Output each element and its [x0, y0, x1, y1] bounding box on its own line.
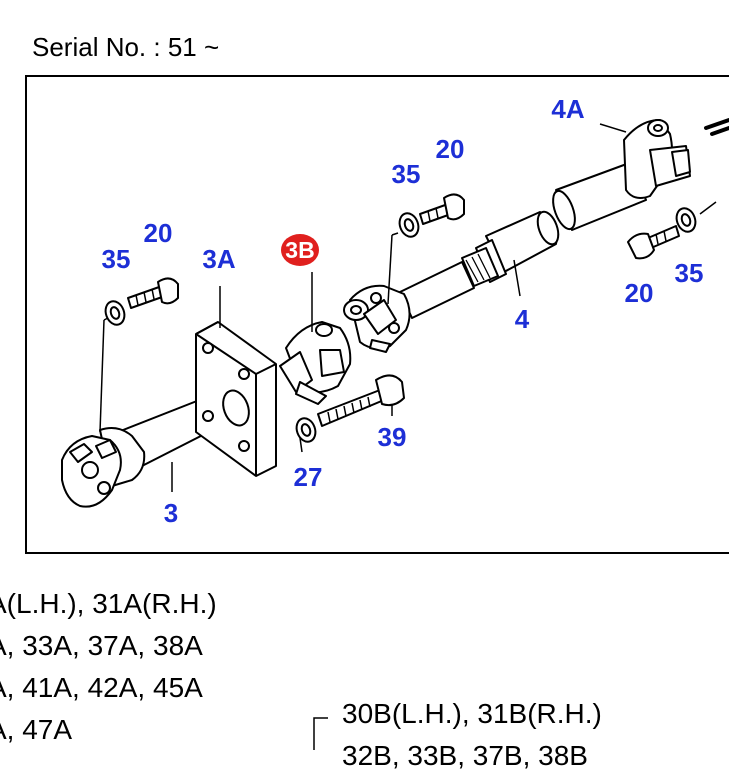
yoke-3B: [279, 321, 352, 405]
center-bearing-bracket-3A: [195, 321, 277, 477]
washer-35-right: [675, 207, 697, 233]
callout-4A: 4A: [551, 94, 584, 124]
bolt-20-top: [419, 193, 465, 225]
propeller-shaft-4: [343, 210, 560, 353]
callout-20-top: 20: [436, 134, 465, 164]
badge-3B-background: [281, 234, 319, 266]
callout-35-left: 35: [102, 244, 131, 274]
serial-number-label: Serial No. : 51 ~: [32, 32, 220, 62]
variant-line-a4: A, 47A: [0, 714, 73, 745]
callout-3: 3: [164, 498, 178, 528]
washer-35-top: [398, 212, 420, 238]
bolt-20-left: [127, 277, 179, 309]
callout-3A: 3A: [202, 244, 235, 274]
callout-27: 27: [294, 462, 323, 492]
bolt-20-right: [627, 225, 680, 260]
callout-labels: 4A 20 35 20 3A 35 35 20 4 39 27 3: [102, 94, 704, 528]
callout-20-right: 20: [625, 278, 654, 308]
propeller-shaft-exploded-diagram: 4A 20 35 20 3A 35 35 20 4 39 27 3 3B: [25, 75, 729, 750]
variant-line-a1: A(L.H.), 31A(R.H.): [0, 588, 217, 619]
variant-line-b2: 32B, 33B, 37B, 38B: [342, 740, 588, 771]
variant-line-a2: A, 33A, 37A, 38A: [0, 630, 203, 661]
callout-20-left: 20: [144, 218, 173, 248]
list-bracket: [313, 717, 328, 750]
washer-35-left: [104, 300, 126, 326]
leader-lines: [99, 123, 717, 492]
callout-3B: 3B: [285, 237, 314, 263]
propeller-shaft-4A: [552, 118, 729, 231]
callout-39: 39: [378, 422, 407, 452]
callout-35-top: 35: [392, 159, 421, 189]
variant-line-a3: A, 41A, 42A, 45A: [0, 672, 203, 703]
diagram-frame: [25, 75, 729, 554]
callout-4: 4: [515, 304, 530, 334]
callout-35-right: 35: [675, 258, 704, 288]
callout-3B-badge: 3B: [281, 234, 319, 266]
variant-line-b1: 30B(L.H.), 31B(R.H.): [342, 698, 602, 729]
bolt-39: [317, 374, 405, 427]
washer-27: [295, 417, 317, 443]
